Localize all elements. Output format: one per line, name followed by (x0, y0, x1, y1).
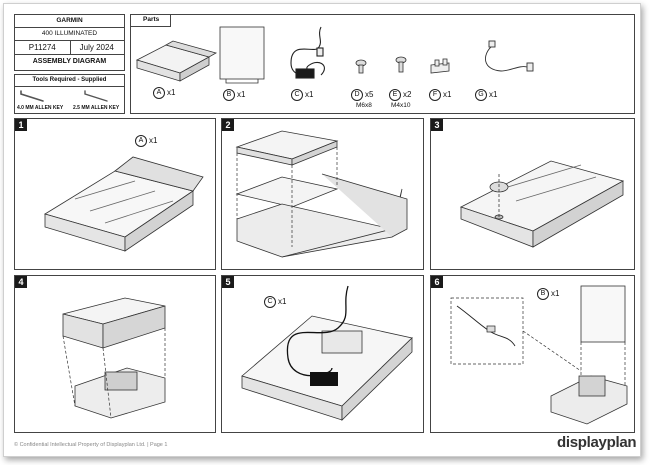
parts-illustrations (135, 26, 534, 84)
document-type: ASSEMBLY DIAGRAM (32, 58, 107, 65)
step-number: 5 (222, 276, 234, 288)
part-g-cable (485, 40, 534, 72)
part-b-panel (219, 26, 265, 84)
part-spec-d: M6x8 (356, 102, 372, 109)
allen-key-icon (20, 90, 44, 102)
tool-item-1: 4.0 MM ALLEN KEY (17, 105, 64, 111)
tool-item-2: 2.5 MM ALLEN KEY (73, 105, 120, 111)
step-4-panel: 4 (14, 275, 216, 433)
screw-insertion-illustration (459, 160, 625, 248)
power-supply-block (310, 372, 338, 386)
brand-name: GARMIN (56, 17, 83, 24)
assembly-sheet: GARMIN 400 ILLUMINATED P11274 July 2024 … (3, 3, 641, 457)
step-number: 3 (431, 119, 443, 131)
step-number: 4 (15, 276, 27, 288)
part-a-base (135, 40, 218, 82)
parts-block: Parts (130, 14, 635, 114)
part-c-power-supply (290, 26, 325, 79)
allen-keys-illustration (20, 90, 108, 102)
lid-removal-illustration (235, 130, 408, 258)
allen-key-icon (84, 90, 108, 102)
step-3-panel: 3 (430, 118, 635, 270)
displayplan-logo: displayplan (557, 434, 637, 451)
power-supply-fitting-illustration (241, 285, 413, 421)
part-spec-e: M4x10 (391, 102, 411, 109)
product-name: 400 ILLUMINATED (41, 30, 98, 37)
base-unit-illustration (44, 156, 204, 252)
part-d-screw (355, 59, 367, 74)
tools-heading: Tools Required - Supplied (32, 77, 107, 83)
product-code: P11274 (28, 43, 56, 52)
step-number: 2 (222, 119, 234, 131)
step-number: 6 (431, 276, 443, 288)
footer-copyright: © Confidential Intellectual Property of … (14, 442, 168, 448)
step-2-panel: 2 (221, 118, 424, 270)
title-block: GARMIN 400 ILLUMINATED P11274 July 2024 … (14, 14, 125, 71)
lid-fitting-illustration (62, 297, 166, 419)
document-date: July 2024 (79, 43, 114, 52)
step-number: 1 (15, 119, 27, 131)
tools-block: Tools Required - Supplied 4.0 MM ALLEN K… (14, 74, 125, 114)
part-e-screw (395, 56, 407, 73)
panel-fitting-illustration (450, 285, 628, 425)
part-f-clip (430, 58, 450, 74)
parts-heading: Parts (131, 15, 171, 27)
